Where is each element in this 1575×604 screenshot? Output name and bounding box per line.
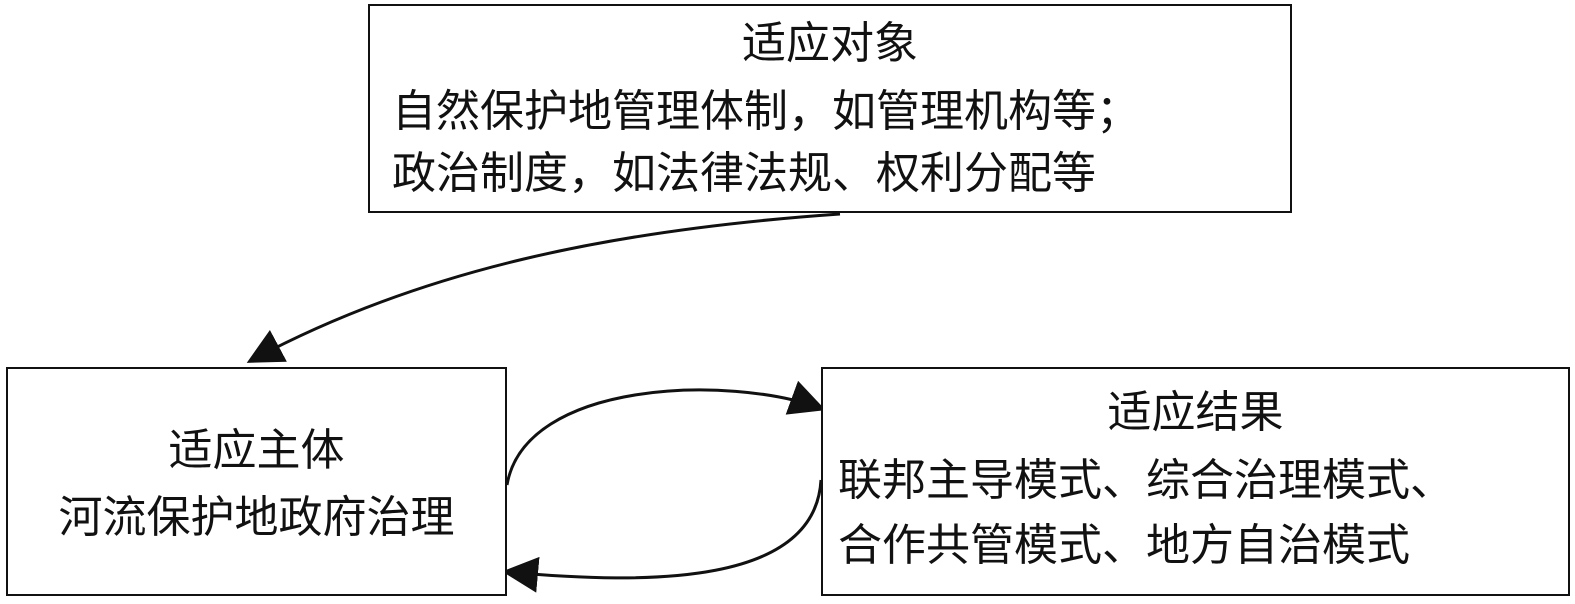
adaptation-object-line-1: 自然保护地管理体制，如管理机构等； — [392, 86, 1140, 137]
adaptation-subject-title: 适应主体 — [168, 425, 345, 476]
adaptation-subject-line-1: 河流保护地政府治理 — [58, 492, 455, 543]
adaptation-object-line-2: 政治制度，如法律法规、权利分配等 — [392, 148, 1096, 199]
arrow-object-to-subject — [246, 212, 841, 363]
adaptation-result-box: 适应结果 联邦主导模式、综合治理模式、 合作共管模式、地方自治模式 — [821, 367, 1570, 596]
adaptation-result-line-2: 合作共管模式、地方自治模式 — [838, 520, 1410, 571]
adaptation-object-box: 适应对象 自然保护地管理体制，如管理机构等； 政治制度，如法律法规、权利分配等 — [368, 4, 1292, 213]
adaptation-result-line-1: 联邦主导模式、综合治理模式、 — [838, 455, 1454, 506]
adaptation-subject-box: 适应主体 河流保护地政府治理 — [6, 367, 507, 596]
adaptation-object-title: 适应对象 — [742, 18, 918, 69]
adaptation-result-title: 适应结果 — [1107, 387, 1284, 438]
arrow-subject-to-result — [505, 380, 826, 486]
arrow-result-to-subject — [502, 479, 823, 593]
